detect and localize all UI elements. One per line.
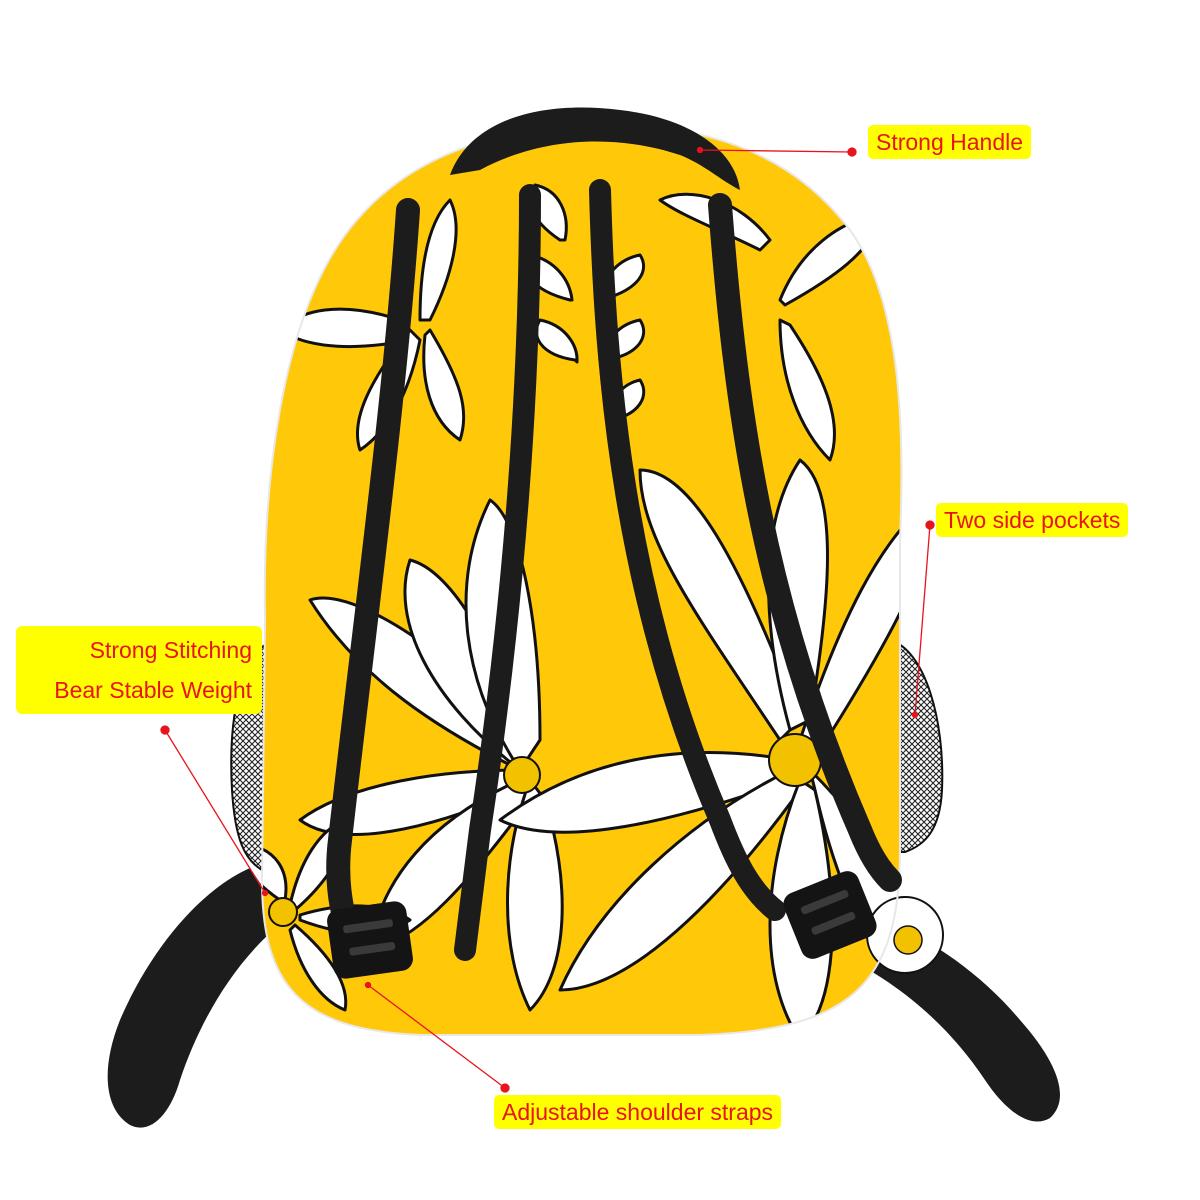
strong-handle-callout: Strong Handle xyxy=(868,125,1032,159)
stitching-callout-line2: Bear Stable Weight xyxy=(54,677,252,703)
top-handle xyxy=(450,107,740,190)
stitching-callout-line1: Strong Stitching xyxy=(89,637,252,663)
shoulder-straps xyxy=(326,179,902,972)
callout-pointers xyxy=(160,146,935,1093)
backpack-body xyxy=(260,123,944,1036)
right-buckle xyxy=(783,871,877,959)
left-buckle xyxy=(327,901,413,979)
left-lower-strap xyxy=(107,868,285,1128)
daisy-pattern xyxy=(262,183,902,1035)
stitching-callout: Strong Stitching Bear Stable Weight xyxy=(16,626,262,714)
right-mesh-pocket xyxy=(887,639,944,853)
shoulder-straps-callout: Adjustable shoulder straps xyxy=(494,1095,782,1129)
small-daisy-right xyxy=(866,896,944,974)
side-pockets-callout: Two side pockets xyxy=(936,503,1129,537)
